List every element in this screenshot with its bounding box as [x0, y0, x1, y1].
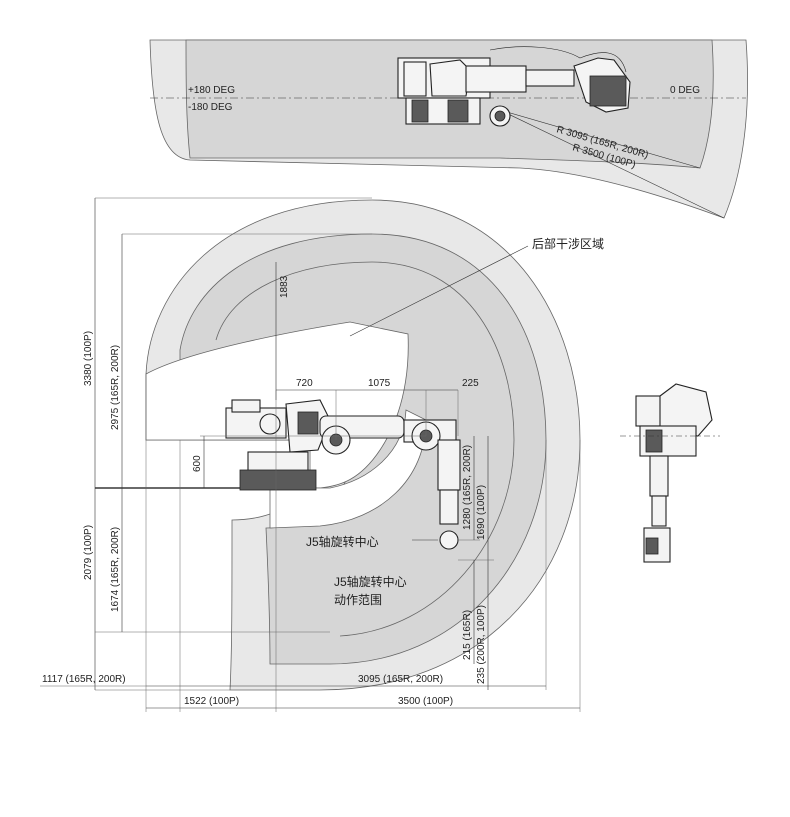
label-plus-180: +180 DEG	[188, 85, 235, 96]
dim-235: 235 (200R, 100P)	[476, 605, 487, 684]
top-view-robot	[397, 46, 631, 127]
side-view-envelope	[95, 199, 581, 691]
j5-motion-boundary	[215, 261, 515, 637]
dim-2079: 2079 (100P)	[83, 525, 94, 580]
front-view-robot	[620, 383, 720, 563]
dim-600: 600	[192, 455, 203, 472]
dim-2975: 2975 (165R, 200R)	[110, 345, 121, 430]
callout-j5-range-line2: 动作范围	[334, 593, 382, 607]
label-minus-180: -180 DEG	[188, 102, 233, 113]
callout-j5-range-line1: J5轴旋转中心	[334, 574, 407, 589]
dim-1280: 1280 (165R, 200R)	[462, 445, 473, 530]
dim-1674: 1674 (165R, 200R)	[110, 527, 121, 612]
dim-720: 720	[296, 378, 313, 389]
dim-1117: 1117 (165R, 200R)	[42, 674, 126, 685]
callout-rear-interference: 后部干涉区域	[532, 236, 604, 251]
callout-j5-center: J5轴旋转中心	[306, 534, 379, 549]
top-view: +180 DEG -180 DEG 0 DEG R 3095 (165R, 20…	[149, 39, 748, 219]
callouts: 后部干涉区域 J5轴旋转中心 J5轴旋转中心 动作范围	[306, 236, 604, 607]
dim-3500: 3500 (100P)	[398, 696, 453, 707]
dimension-labels: 1883 720 1075 225 600 3380 (100P) 2975 (…	[42, 275, 487, 707]
dim-215: 215 (165R)	[462, 610, 473, 660]
dim-3380: 3380 (100P)	[83, 331, 94, 386]
dim-1075: 1075	[368, 378, 391, 389]
dim-1522: 1522 (100P)	[184, 696, 239, 707]
dim-1883: 1883	[279, 275, 290, 298]
dim-1690: 1690 (100P)	[476, 485, 487, 540]
dim-225: 225	[462, 378, 479, 389]
label-zero-deg: 0 DEG	[670, 85, 700, 96]
dimension-lines	[40, 197, 581, 712]
dim-3095: 3095 (165R, 200R)	[358, 674, 443, 685]
radius-line-3500	[499, 109, 725, 219]
radius-line-3095	[499, 109, 701, 169]
